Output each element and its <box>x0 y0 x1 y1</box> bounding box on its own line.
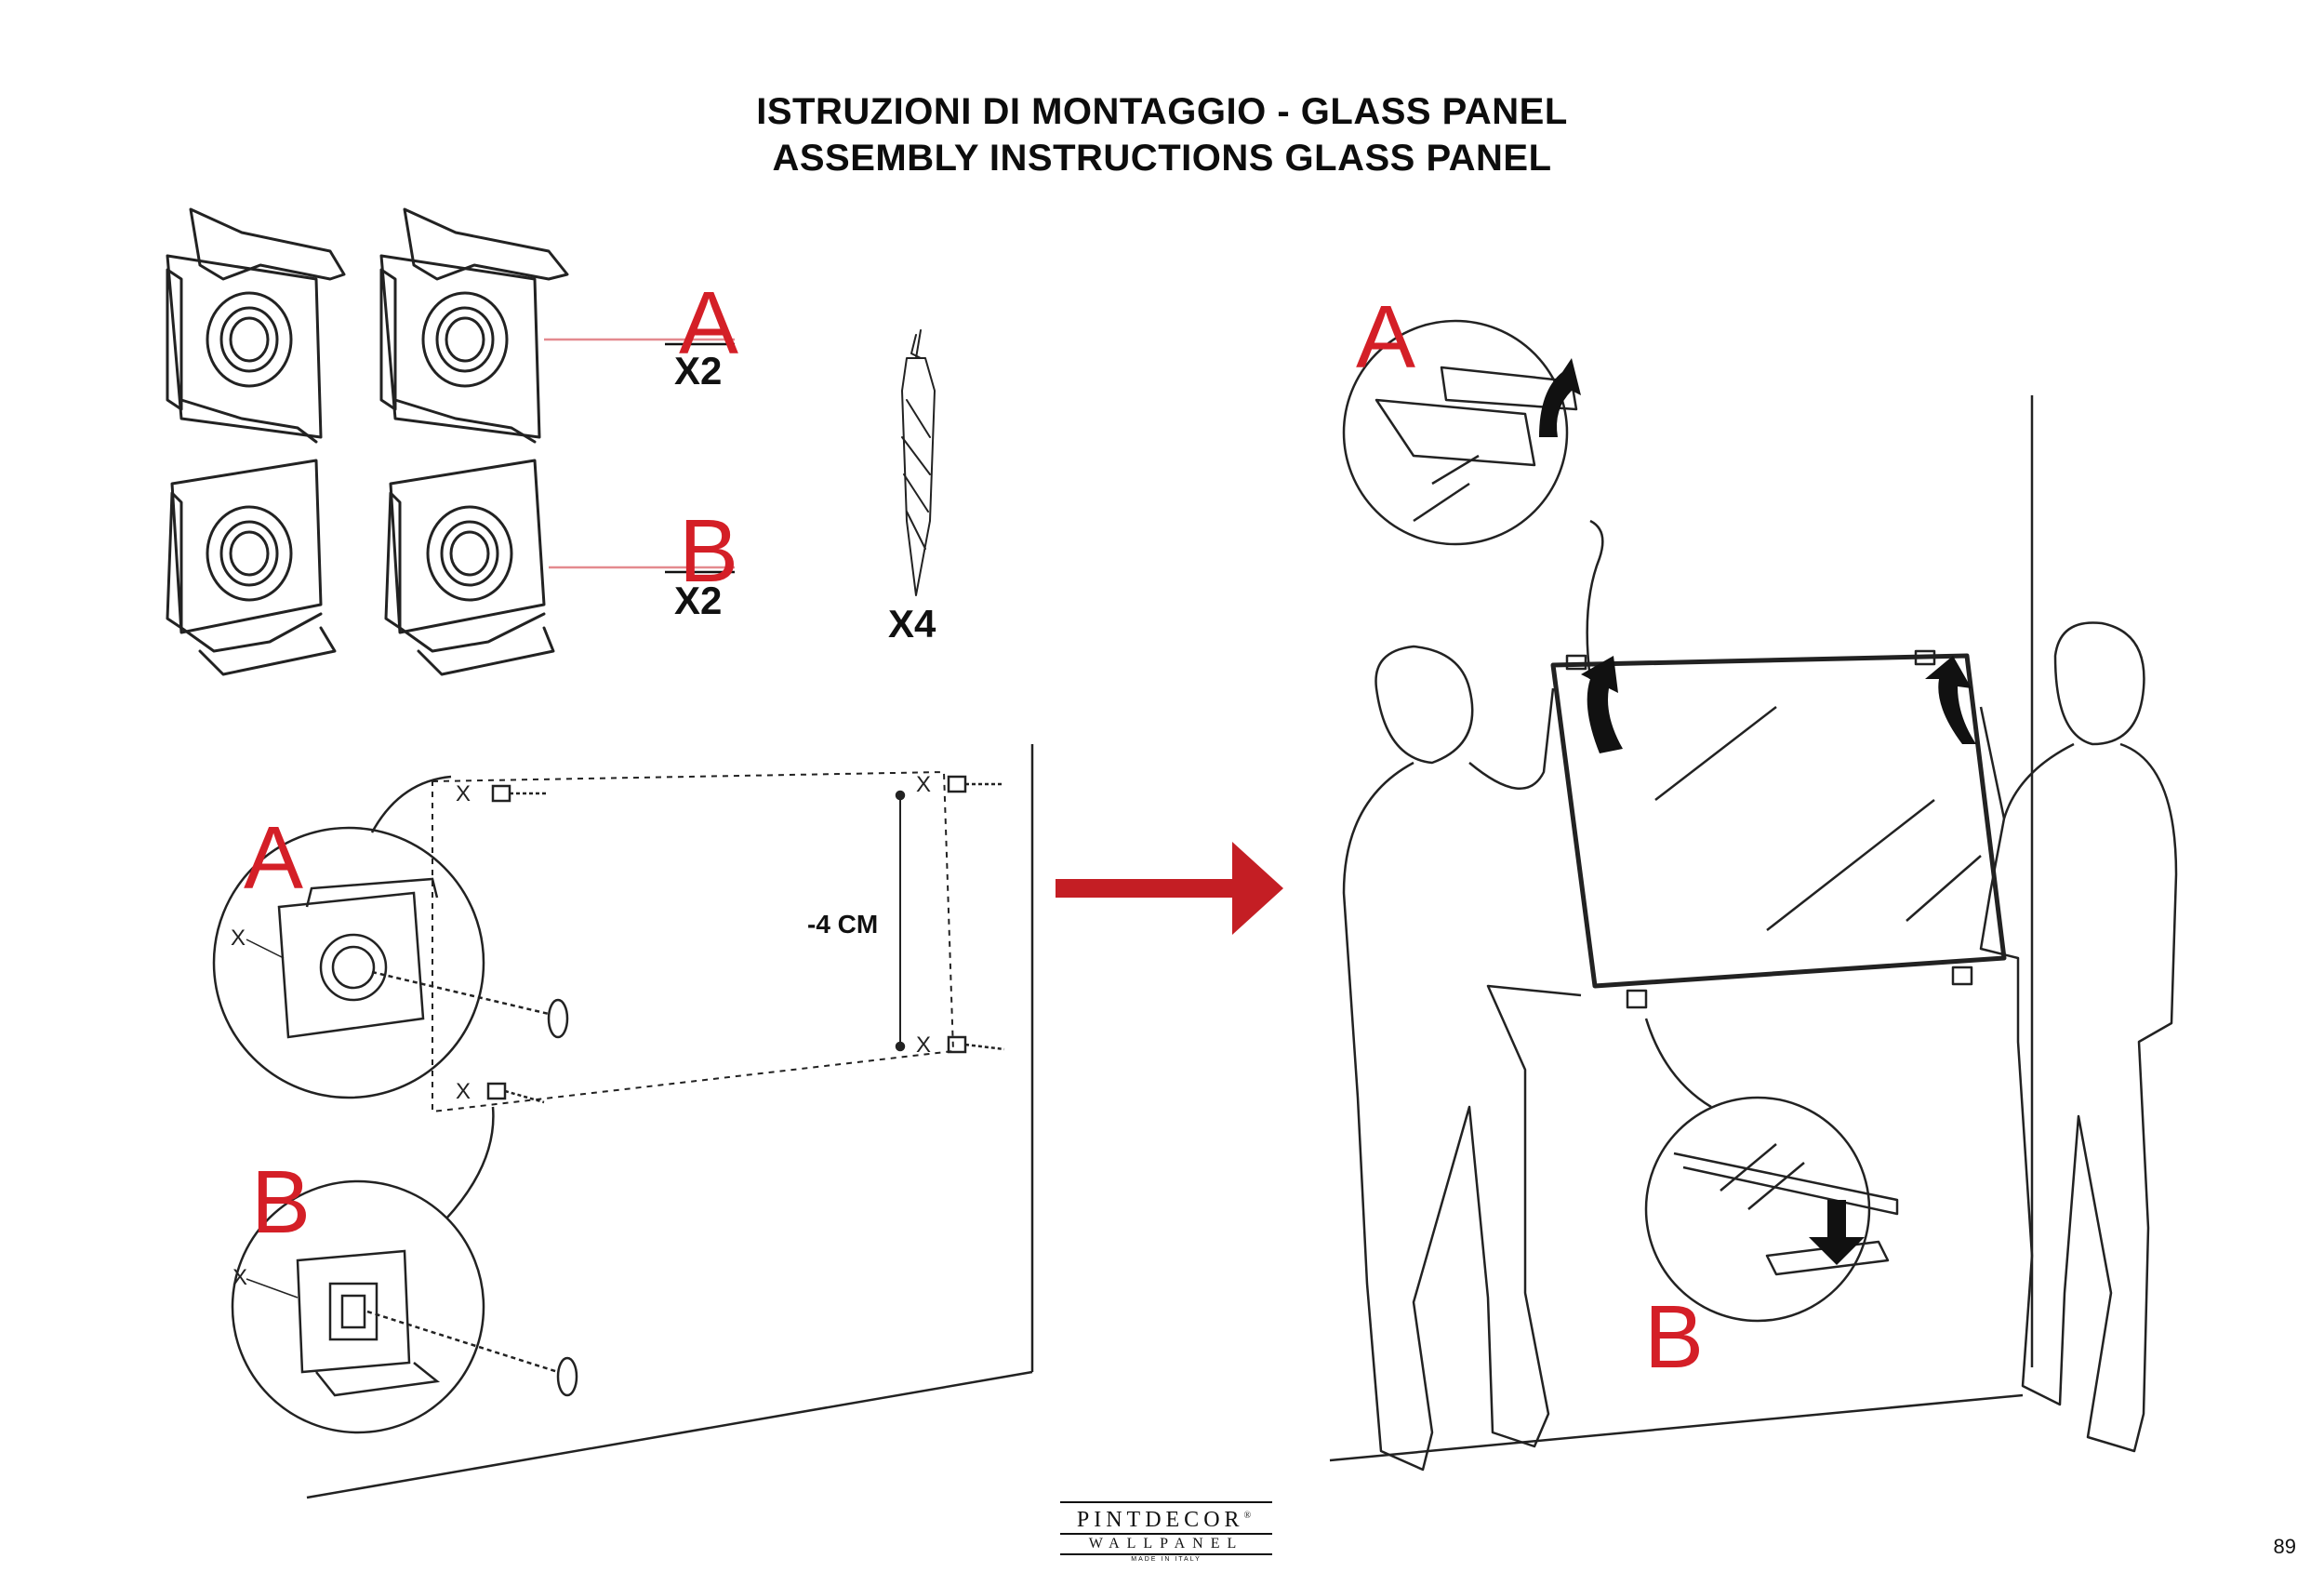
clip-a-part-2 <box>379 207 569 444</box>
wall-x-marker-3: X <box>916 1032 932 1058</box>
brand-mark: ® <box>1243 1511 1256 1521</box>
direction-arrow <box>1056 842 1283 935</box>
title-english: ASSEMBLY INSTRUCTIONS GLASS PANEL <box>772 138 1552 179</box>
detail-b-x-marker: X <box>232 1265 248 1290</box>
part-a-letter: A <box>679 273 739 373</box>
title-italian: ISTRUZIONI DI MONTAGGIO - GLASS PANEL <box>756 91 1568 132</box>
clip-b-part-1 <box>166 459 337 676</box>
part-leader-lines <box>544 338 735 569</box>
clip-a-part-1 <box>166 207 346 444</box>
lift-arrows <box>1539 358 1976 1265</box>
wall-x-marker-2: X <box>916 772 932 797</box>
brand-name: PINTDECOR <box>1076 1508 1244 1532</box>
page-number: 89 <box>2273 1535 2296 1558</box>
part-b-letter: B <box>679 501 739 601</box>
wall-x-marker-1: X <box>456 781 471 806</box>
wall-x-marker-4: X <box>456 1079 471 1104</box>
wall-anchor-screw <box>901 329 936 596</box>
clip-b-part-2 <box>384 459 555 676</box>
wall-diagram <box>212 744 1034 1499</box>
detail-a-x-marker: X <box>231 926 246 951</box>
wall-detail-b-letter: B <box>251 1152 312 1252</box>
made-in-italy: MADE IN ITALY <box>1131 1556 1202 1563</box>
distance-label: -4 CM <box>807 910 879 939</box>
part-b-quantity: X2 <box>674 579 723 622</box>
wall-detail-a-letter: A <box>244 808 304 908</box>
installation-scene <box>1329 319 2178 1472</box>
part-a-quantity: X2 <box>674 349 723 393</box>
install-detail-a-letter: A <box>1356 287 1416 387</box>
anchor-quantity: X4 <box>888 602 936 646</box>
brand-logo: PINTDECOR® WALLPANEL MADE IN ITALY <box>1060 1501 1272 1565</box>
install-detail-b-letter: B <box>1644 1287 1705 1387</box>
brand-subtitle: WALLPANEL <box>1060 1535 1272 1555</box>
